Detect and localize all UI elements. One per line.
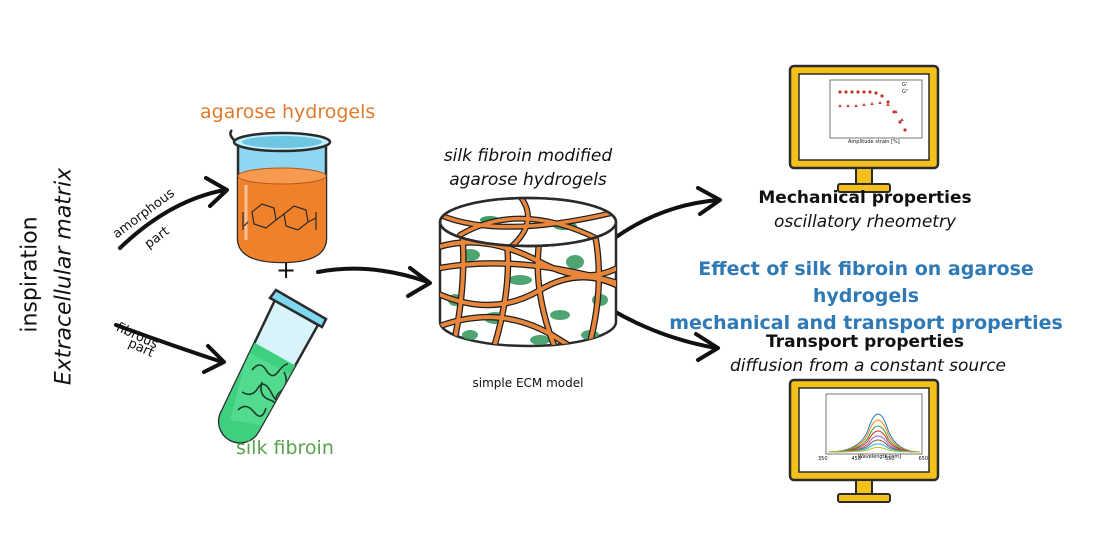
absorbance-xticks: 350 450 550 650	[818, 456, 928, 462]
silk-fibroin-label: silk fibroin	[236, 437, 334, 459]
rheometry-legend: G' G''	[902, 82, 909, 96]
xtick: 450	[851, 456, 862, 462]
transport-subtitle: diffusion from a constant source	[729, 356, 1006, 376]
agarose-structure-icon	[242, 203, 317, 231]
diffusion-monitor-icon	[788, 378, 940, 503]
model-caption: simple ECM model	[472, 376, 584, 390]
rheometry-monitor-icon	[788, 64, 940, 193]
legend-gp: G'	[902, 82, 908, 88]
transport-title: Transport properties	[766, 332, 964, 352]
effect-line-1: Effect of silk fibroin on agarose hydrog…	[698, 258, 1034, 307]
inspiration-label: inspiration	[17, 216, 43, 333]
xtick: 350	[818, 456, 828, 462]
effect-line-2: mechanical and transport properties	[669, 312, 1063, 334]
plus-sign: +	[276, 256, 297, 284]
xtick: 550	[884, 456, 895, 462]
absorbance-spectra	[827, 413, 921, 453]
arrows	[114, 176, 722, 374]
rheometry-curve-gpp	[838, 101, 904, 121]
mechanical-subtitle: oscillatory rheometry	[773, 212, 957, 232]
model-title-line2: agarose hydrogels	[449, 170, 607, 190]
rheometry-xlabel: Amplitude strain [%]	[848, 139, 900, 145]
mechanical-title: Mechanical properties	[758, 188, 972, 208]
legend-gpp: G''	[902, 89, 909, 95]
ecm-model-cylinder-icon	[438, 196, 618, 348]
xtick: 650	[918, 456, 928, 462]
effect-statement: Effect of silk fibroin on agarose hydrog…	[648, 256, 1084, 337]
ecm-label: Extracellular matrix	[51, 167, 77, 386]
agarose-label: agarose hydrogels	[200, 101, 376, 123]
model-title: silk fibroin modified agarose hydrogels	[418, 144, 638, 192]
absorbance-xlabel: Wavelength [nm]	[858, 454, 902, 460]
beaker-icon	[229, 129, 332, 264]
test-tube-icon	[217, 288, 328, 444]
rheometry-curve-gp	[838, 90, 907, 132]
model-title-line1: silk fibroin modified	[443, 146, 613, 166]
